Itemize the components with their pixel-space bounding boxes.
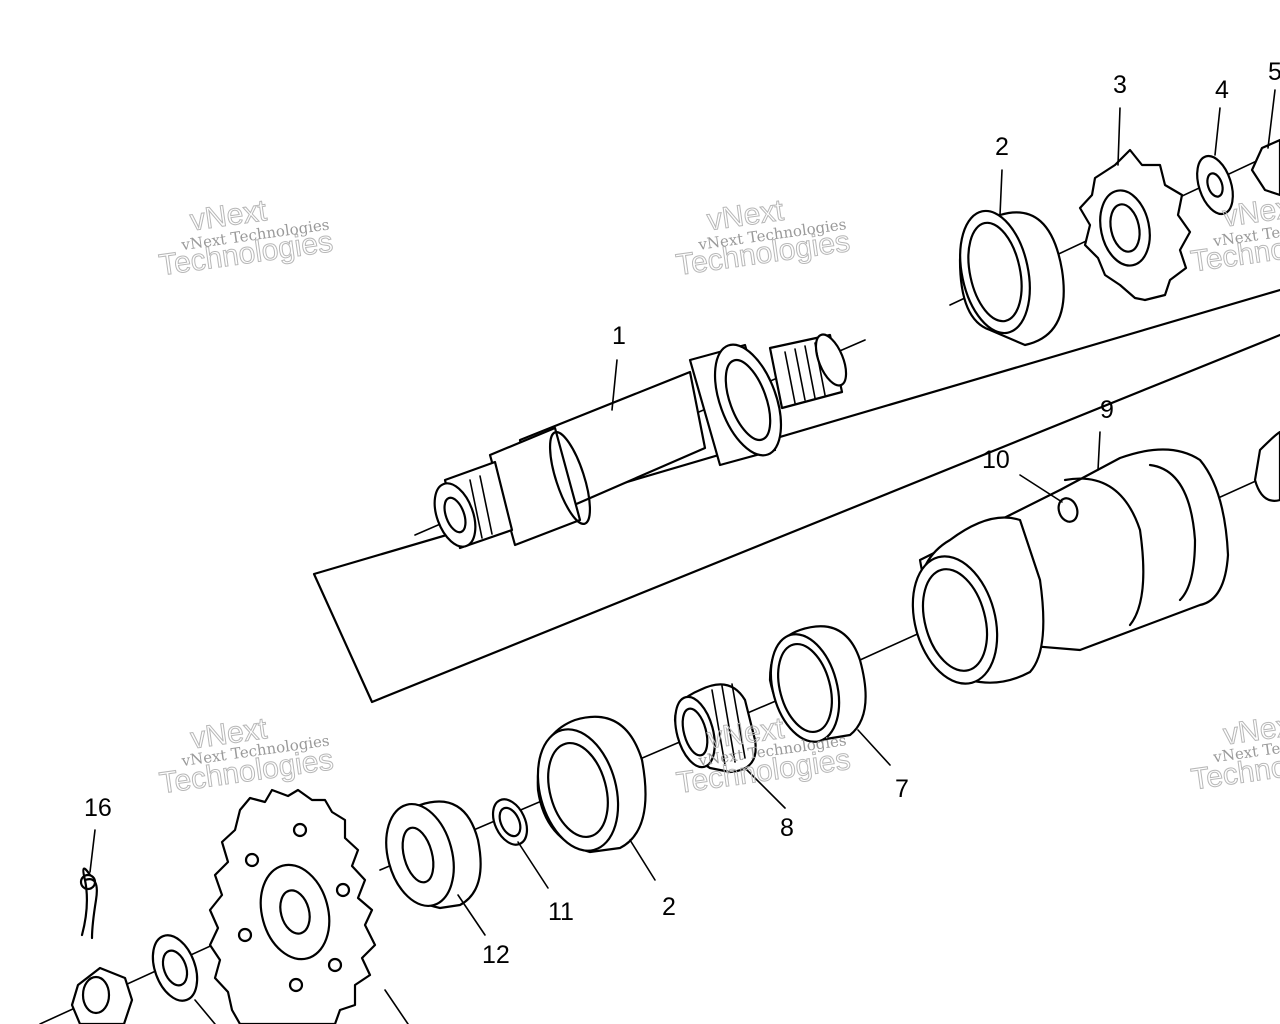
callout-3: 3 — [1113, 71, 1127, 99]
callout-9: 9 — [1100, 396, 1114, 424]
callout-5: 5 — [1268, 58, 1280, 86]
callout-1: 1 — [612, 322, 626, 350]
bearing-top — [958, 209, 1065, 347]
callout-10: 10 — [982, 446, 1010, 474]
nut-bottom — [70, 966, 134, 1024]
callout-2-lower: 2 — [662, 893, 676, 921]
washer-bottom — [151, 934, 199, 1002]
callout-2-top: 2 — [995, 133, 1009, 161]
watermark-top-center: vNext Technologies vNext Technologies — [673, 193, 852, 282]
watermark-bottom-right: vNext Technologies vNext Technologies — [1189, 708, 1280, 797]
callout-labels: 1 2 3 4 5 9 10 7 8 2 11 12 16 — [84, 58, 1280, 969]
callout-11: 11 — [548, 898, 574, 926]
cotter-pin — [79, 867, 98, 940]
callout-4: 4 — [1215, 76, 1229, 104]
nut-top — [1250, 138, 1280, 197]
washer-small — [491, 798, 529, 846]
roller-bearing — [673, 683, 757, 774]
watermark-top-left: vNext Technologies vNext Technologies — [156, 194, 335, 283]
drum — [911, 430, 1280, 685]
sprocket-small — [1078, 148, 1192, 302]
washer-top — [1196, 154, 1234, 216]
callout-12: 12 — [482, 941, 510, 969]
shaft — [433, 333, 848, 550]
leader-lines — [89, 89, 1276, 1024]
callout-8: 8 — [780, 814, 794, 842]
pin — [1057, 497, 1079, 523]
bearing-lower — [536, 715, 647, 854]
sprocket-large — [208, 788, 377, 1024]
spacer — [385, 800, 482, 910]
callout-7: 7 — [895, 775, 909, 803]
race — [768, 625, 867, 743]
callout-16: 16 — [84, 794, 112, 822]
watermark-bottom-left: vNext Technologies vNext Technologies — [157, 712, 336, 801]
assembly-boundary-lines — [312, 288, 1280, 704]
